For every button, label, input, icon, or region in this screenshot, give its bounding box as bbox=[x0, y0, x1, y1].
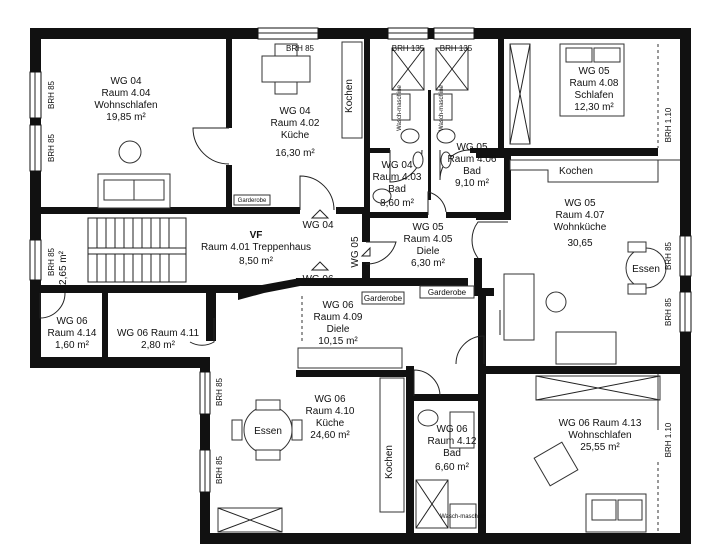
room-408-l2: Raum 4.08 bbox=[570, 78, 619, 89]
room-405-l1: WG 05 bbox=[412, 222, 444, 233]
garderobe-label-1: Garderobe bbox=[238, 198, 267, 204]
room-405-l2: Raum 4.05 bbox=[404, 234, 453, 245]
room-413-l2: Wohnschlafen bbox=[568, 430, 631, 441]
brh-left-3: BRH 85 bbox=[47, 247, 56, 276]
room-402-l2: Raum 4.02 bbox=[271, 118, 320, 129]
fixture-labels: Kochen Kochen Kochen Garderobe Garderobe… bbox=[58, 79, 660, 520]
room-408-l3: Schlafen bbox=[575, 90, 614, 101]
room-407-l2: Raum 4.07 bbox=[556, 210, 605, 221]
room-412-l3: Bad bbox=[443, 448, 461, 459]
window-labels: BRH 85 BRH 135 BRH 135 BRH 85 BRH 85 BRH… bbox=[47, 44, 673, 484]
stair-dim-label: 2,65 m² bbox=[58, 250, 69, 285]
room-402-l1: WG 04 bbox=[279, 106, 311, 117]
room-410-l1: WG 06 bbox=[314, 394, 346, 405]
door-tag-labels: WG 04 WG 06 WG 05 bbox=[302, 220, 361, 285]
room-403-l1: WG 04 bbox=[381, 160, 413, 171]
room-410-l3: Küche bbox=[316, 418, 345, 429]
washer-label-1: Wasch-maschine bbox=[397, 84, 403, 130]
room-407-l4: 30,65 bbox=[567, 238, 592, 249]
room-409-l2: Raum 4.09 bbox=[314, 312, 363, 323]
door-tags bbox=[310, 209, 371, 271]
kochen-label-410: Kochen bbox=[384, 445, 395, 479]
room-404-l3: Wohnschlafen bbox=[94, 100, 157, 111]
garderobe-label-3: Garderobe bbox=[428, 288, 467, 297]
room-412-l1: WG 06 bbox=[436, 424, 468, 435]
room-406-l4: 9,10 m² bbox=[455, 178, 490, 189]
room-409-l1: WG 06 bbox=[322, 300, 354, 311]
windows bbox=[29, 27, 692, 493]
room-414-l1: WG 06 bbox=[56, 316, 88, 327]
brh-left-5: BRH 85 bbox=[215, 455, 224, 484]
furniture bbox=[97, 41, 680, 533]
room-407-l1: WG 05 bbox=[564, 198, 596, 209]
brh-right-2: BRH 85 bbox=[664, 241, 673, 270]
brh-right-4: BRH 1.10 bbox=[664, 422, 673, 457]
room-403-l4: 8,60 m² bbox=[380, 198, 415, 209]
brh-left-2: BRH 85 bbox=[47, 133, 56, 162]
room-413-l3: 25,55 m² bbox=[580, 442, 620, 453]
room-414-l2: Raum 4.14 bbox=[48, 328, 97, 339]
room-411-l1: WG 06 Raum 4.11 bbox=[117, 328, 200, 339]
washer-label-3: Wasch-maschine bbox=[440, 514, 486, 520]
kochen-label-402: Kochen bbox=[344, 79, 355, 113]
kochen-label-407: Kochen bbox=[559, 166, 593, 177]
room-412-l4: 6,60 m² bbox=[435, 462, 470, 473]
room-404-l2: Raum 4.04 bbox=[102, 88, 151, 99]
room-labels: WG 04 Raum 4.04 Wohnschlafen 19,85 m² WG… bbox=[48, 66, 642, 473]
room-410-l2: Raum 4.10 bbox=[306, 406, 355, 417]
brh-left-4: BRH 85 bbox=[215, 377, 224, 406]
room-401-l1: VF bbox=[250, 230, 263, 241]
essen-label-407: Essen bbox=[632, 264, 660, 275]
essen-label-410: Essen bbox=[254, 426, 282, 437]
brh-top-2: BRH 135 bbox=[392, 44, 425, 53]
door-tag-wg06: WG 06 bbox=[302, 274, 334, 285]
room-408-l4: 12,30 m² bbox=[574, 102, 614, 113]
room-405-l3: Diele bbox=[417, 246, 440, 257]
room-403-l3: Bad bbox=[388, 184, 406, 195]
room-412-l2: Raum 4.12 bbox=[428, 436, 477, 447]
room-409-l4: 10,15 m² bbox=[318, 336, 358, 347]
door-tag-wg04: WG 04 bbox=[302, 220, 334, 231]
room-414-l3: 1,60 m² bbox=[55, 340, 90, 351]
brh-right-3: BRH 85 bbox=[664, 297, 673, 326]
room-410-l4: 24,60 m² bbox=[310, 430, 350, 441]
room-404-l1: WG 04 bbox=[110, 76, 142, 87]
staircase bbox=[87, 217, 187, 283]
room-401-l3: 8,50 m² bbox=[239, 256, 274, 267]
room-407-l3: Wohnküche bbox=[554, 222, 607, 233]
doors bbox=[39, 127, 508, 397]
garderobe-label-2: Garderobe bbox=[364, 294, 403, 303]
room-411-l2: 2,80 m² bbox=[141, 340, 176, 351]
room-413-l1: WG 06 Raum 4.13 bbox=[559, 418, 642, 429]
interior-walls bbox=[40, 38, 680, 536]
brh-top-3: BRH 135 bbox=[440, 44, 473, 53]
room-406-l2: Raum 4.06 bbox=[448, 154, 497, 165]
room-406-l1: WG 05 bbox=[456, 142, 488, 153]
brh-top-1: BRH 85 bbox=[286, 44, 315, 53]
brh-left-1: BRH 85 bbox=[47, 80, 56, 109]
room-406-l3: Bad bbox=[463, 166, 481, 177]
washer-label-2: Wasch-maschine bbox=[439, 84, 445, 130]
room-409-l3: Diele bbox=[327, 324, 350, 335]
door-tag-wg05: WG 05 bbox=[350, 236, 361, 268]
room-408-l1: WG 05 bbox=[578, 66, 610, 77]
room-405-l4: 6,30 m² bbox=[411, 258, 446, 269]
room-401-l2: Raum 4.01 Treppenhaus bbox=[201, 242, 311, 253]
room-402-l3: Küche bbox=[281, 130, 310, 141]
room-403-l2: Raum 4.03 bbox=[373, 172, 422, 183]
room-404-l4: 19,85 m² bbox=[106, 112, 146, 123]
room-402-l4: 16,30 m² bbox=[275, 148, 315, 159]
brh-right-1: BRH 1.10 bbox=[664, 107, 673, 142]
